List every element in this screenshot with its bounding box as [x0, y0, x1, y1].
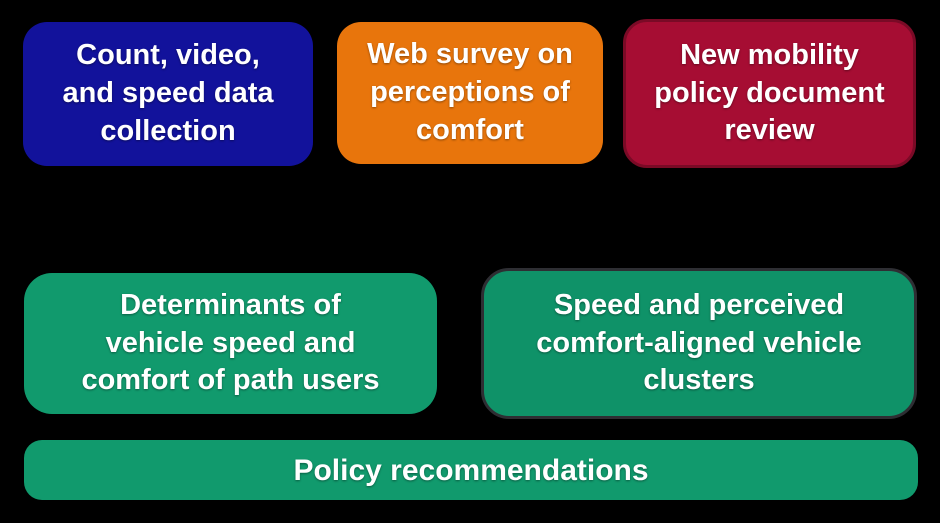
box-web-survey: Web survey on perceptions of comfort [337, 22, 603, 164]
box-vehicle-clusters: Speed and perceived comfort-aligned vehi… [481, 268, 917, 419]
box-policy-recommendations: Policy recommendations [24, 440, 918, 500]
box-policy-document-review: New mobility policy document review [623, 19, 916, 168]
box-determinants: Determinants of vehicle speed and comfor… [24, 273, 437, 414]
box-data-collection: Count, video, and speed data collection [23, 22, 313, 166]
